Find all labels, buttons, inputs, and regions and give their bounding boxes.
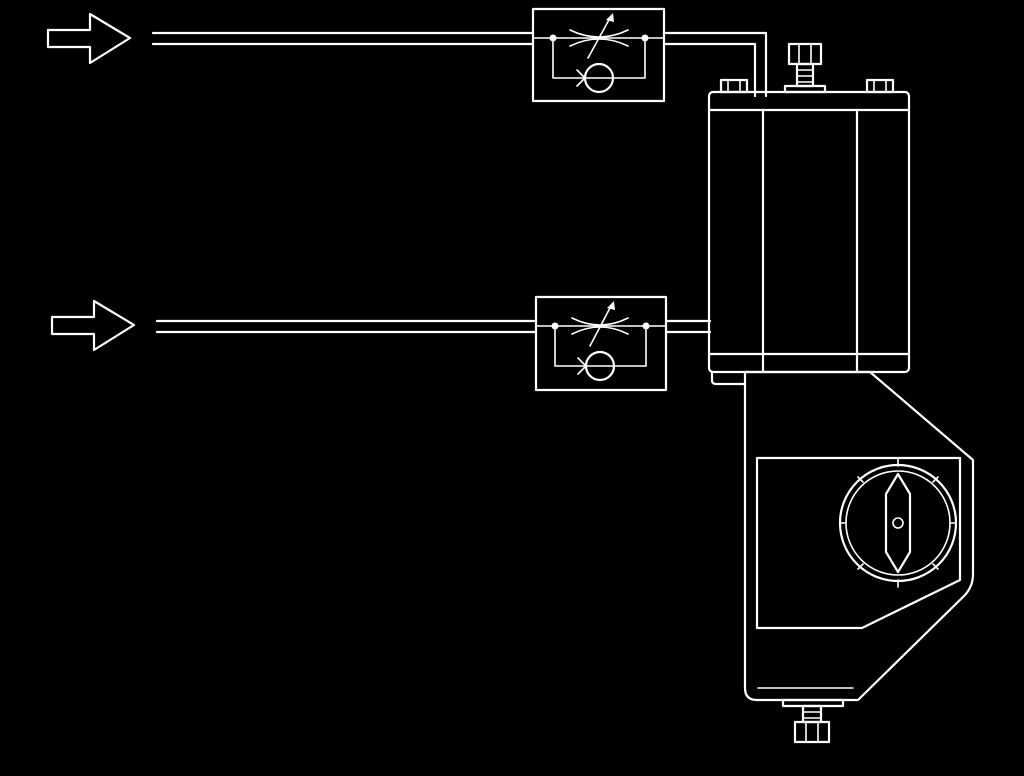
bottom-adjustment-screw — [781, 698, 845, 744]
supply-line-upper — [151, 31, 768, 98]
actuator-cylinder — [707, 90, 911, 386]
flow-control-valve-lower — [534, 295, 668, 392]
inlet-arrow-upper-icon — [46, 12, 132, 65]
position-indicator-dial — [838, 458, 958, 588]
supply-line-lower — [155, 319, 712, 334]
flow-control-valve-upper — [531, 7, 666, 103]
rotary-valve-body — [743, 370, 975, 702]
top-adjustment-screw — [783, 42, 827, 94]
inlet-arrow-lower-icon — [50, 299, 136, 352]
